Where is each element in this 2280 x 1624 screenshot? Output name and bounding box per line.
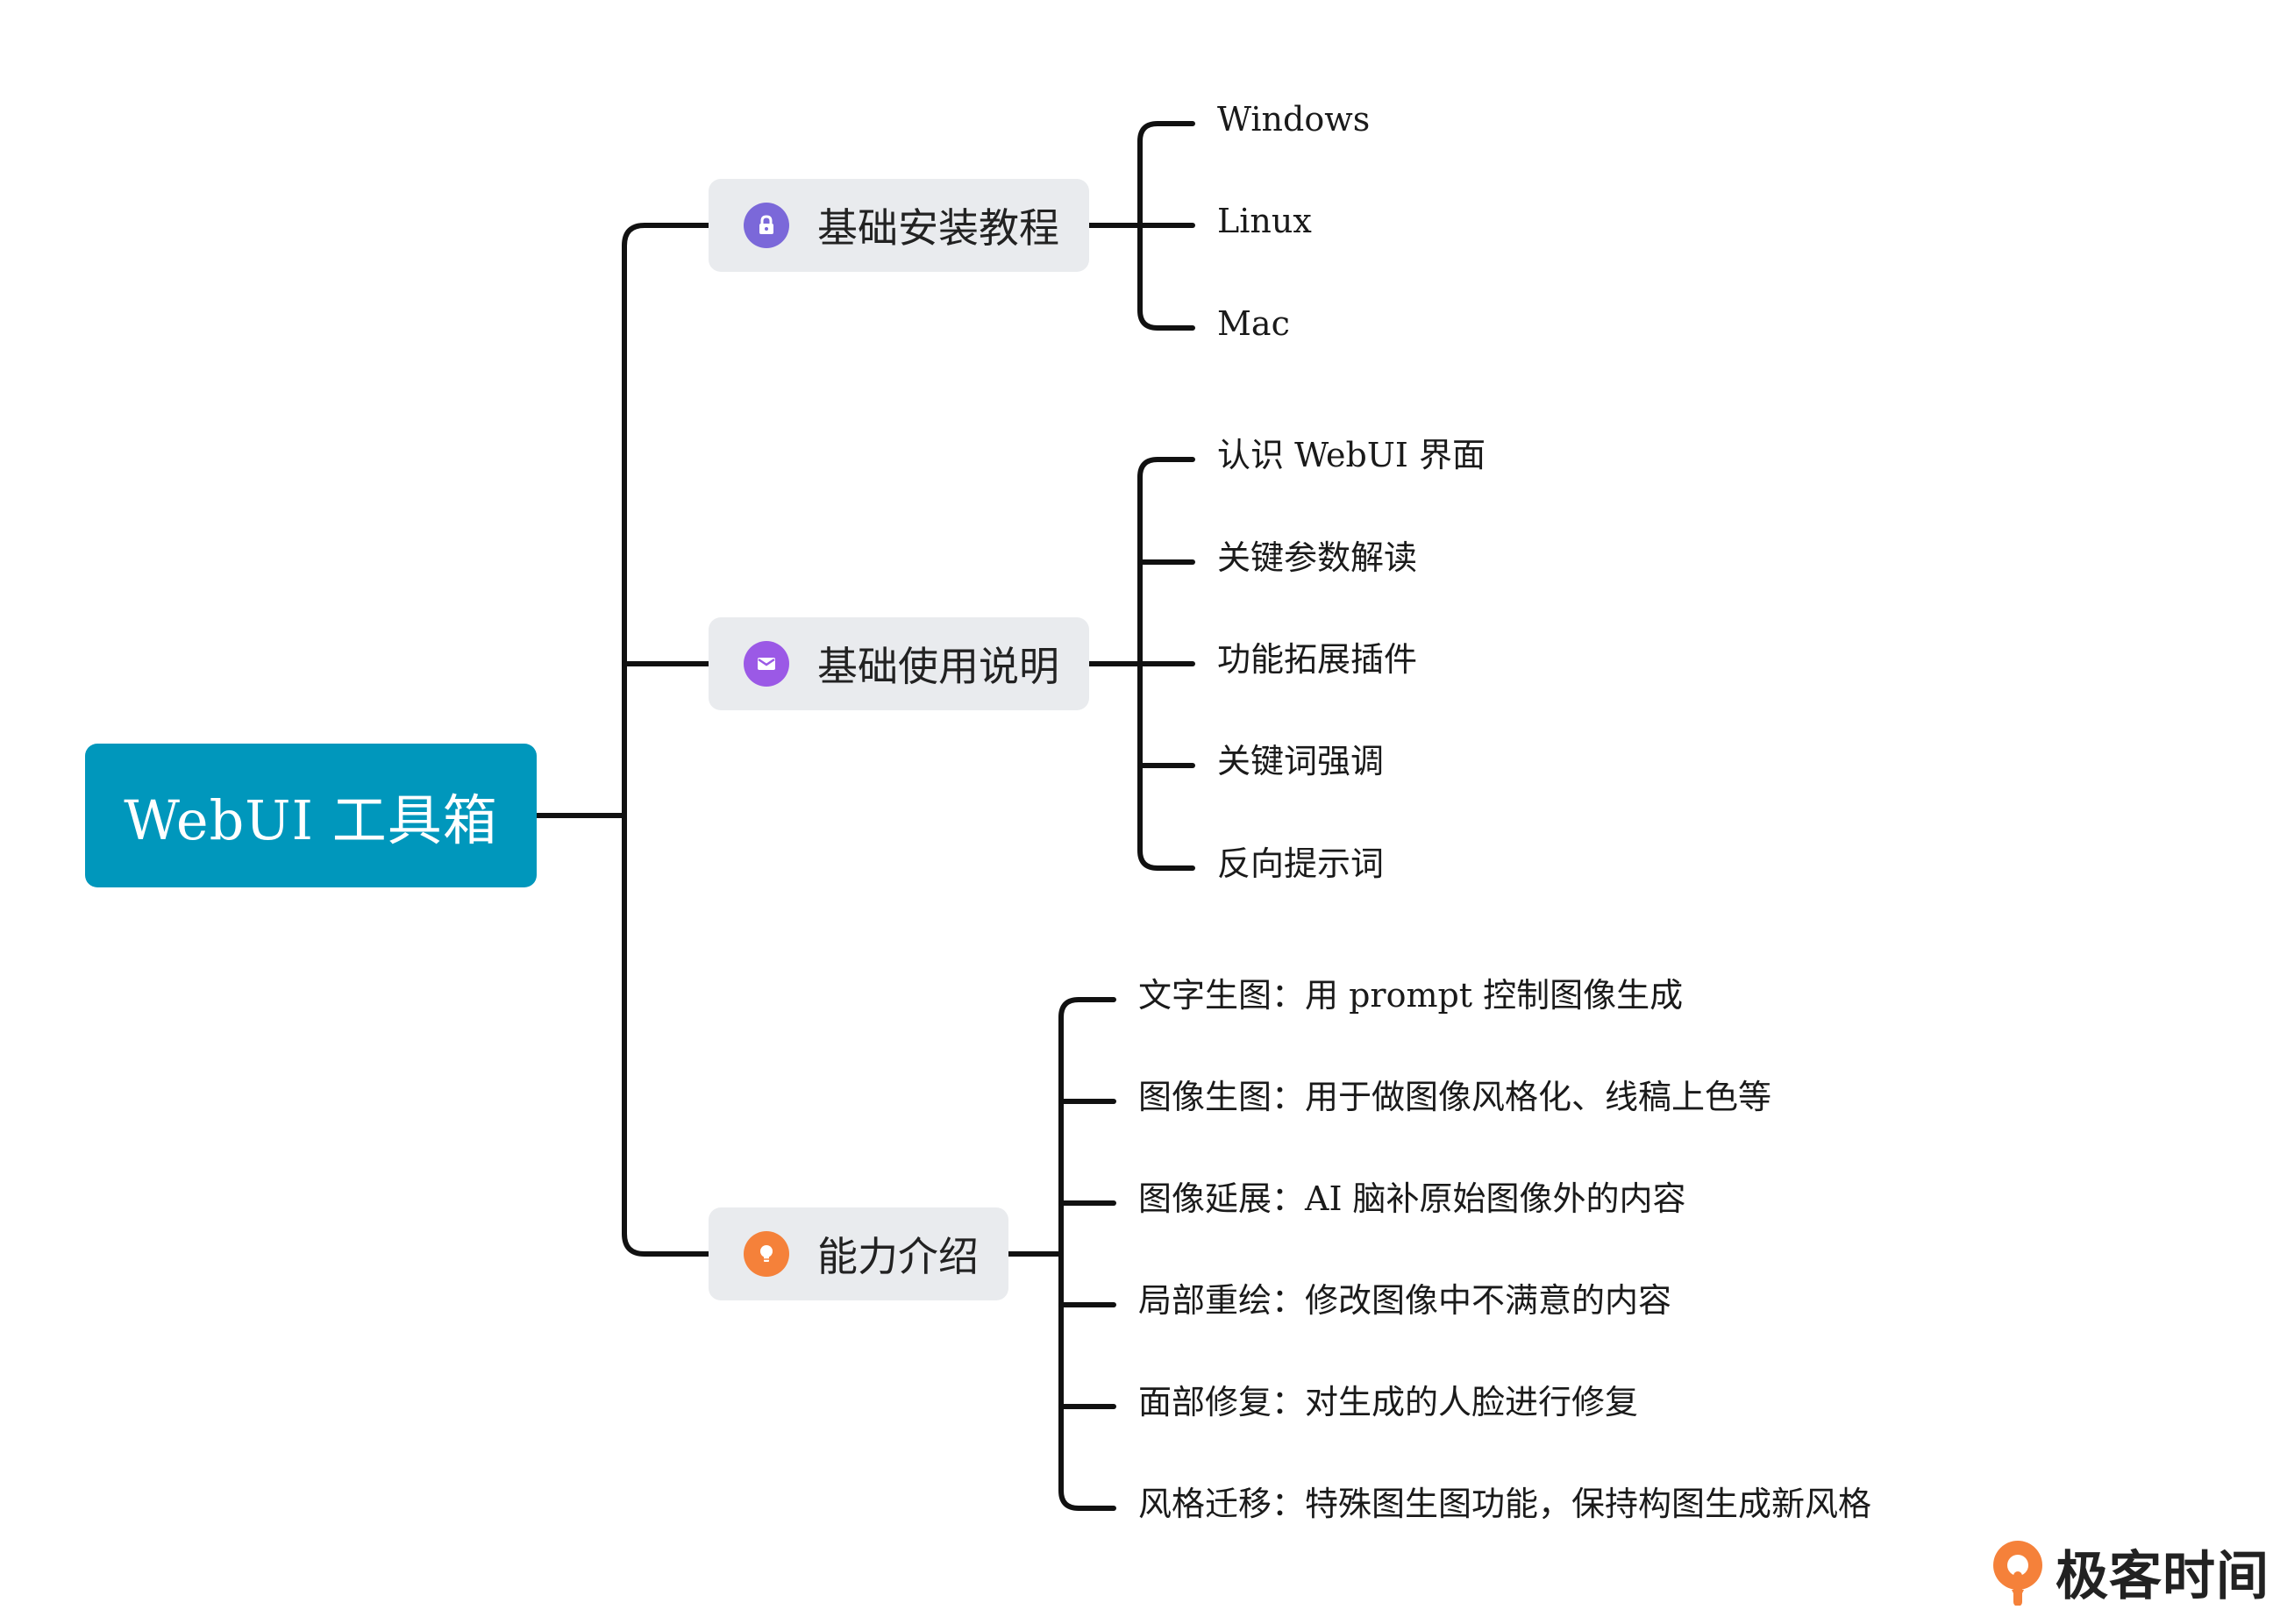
leaf-item[interactable]: 图像生图：用于做图像风格化、线稿上色等 xyxy=(1138,1078,1772,1116)
branch-label: 能力介绍 xyxy=(817,1233,979,1280)
branch-install[interactable]: 基础安装教程 xyxy=(709,179,1089,272)
leaf-item[interactable]: Mac xyxy=(1217,304,1290,343)
leaf-item[interactable]: 面部修复：对生成的人脸进行修复 xyxy=(1138,1383,1639,1421)
branch-label: 基础安装教程 xyxy=(817,204,1059,252)
leaf-item[interactable]: Linux xyxy=(1217,202,1312,240)
branch-label: 基础使用说明 xyxy=(817,643,1059,690)
lock-icon xyxy=(744,203,789,248)
leaf-item[interactable]: 反向提示词 xyxy=(1217,844,1385,883)
brand-logo: 极客时间 xyxy=(1989,1535,2269,1608)
root-label: WebUI 工具箱 xyxy=(124,788,498,852)
leaf-item[interactable]: 局部重绘：修改图像中不满意的内容 xyxy=(1138,1281,1672,1320)
leaf-item[interactable]: 关键词强调 xyxy=(1217,742,1385,780)
leaf-item[interactable]: 文字生图：用 prompt 控制图像生成 xyxy=(1138,976,1684,1015)
root-node[interactable]: WebUI 工具箱 xyxy=(85,744,537,887)
branch-capabilities[interactable]: 能力介绍 xyxy=(709,1207,1008,1300)
leaf-item[interactable]: 认识 WebUI 界面 xyxy=(1217,436,1486,474)
mail-icon xyxy=(744,641,789,687)
branch-usage[interactable]: 基础使用说明 xyxy=(709,617,1089,710)
leaf-item[interactable]: 图像延展：AI 脑补原始图像外的内容 xyxy=(1138,1179,1686,1218)
leaf-item[interactable]: 功能拓展插件 xyxy=(1217,640,1418,679)
brand-name: 极客时间 xyxy=(2056,1545,2269,1607)
geektime-logo-icon xyxy=(1993,1541,2042,1606)
lightbulb-icon xyxy=(744,1231,789,1277)
leaf-item[interactable]: 关键参数解读 xyxy=(1217,538,1418,577)
leaf-item[interactable]: Windows xyxy=(1217,100,1371,139)
leaf-item[interactable]: 风格迁移：特殊图生图功能，保持构图生成新风格 xyxy=(1138,1485,1872,1523)
